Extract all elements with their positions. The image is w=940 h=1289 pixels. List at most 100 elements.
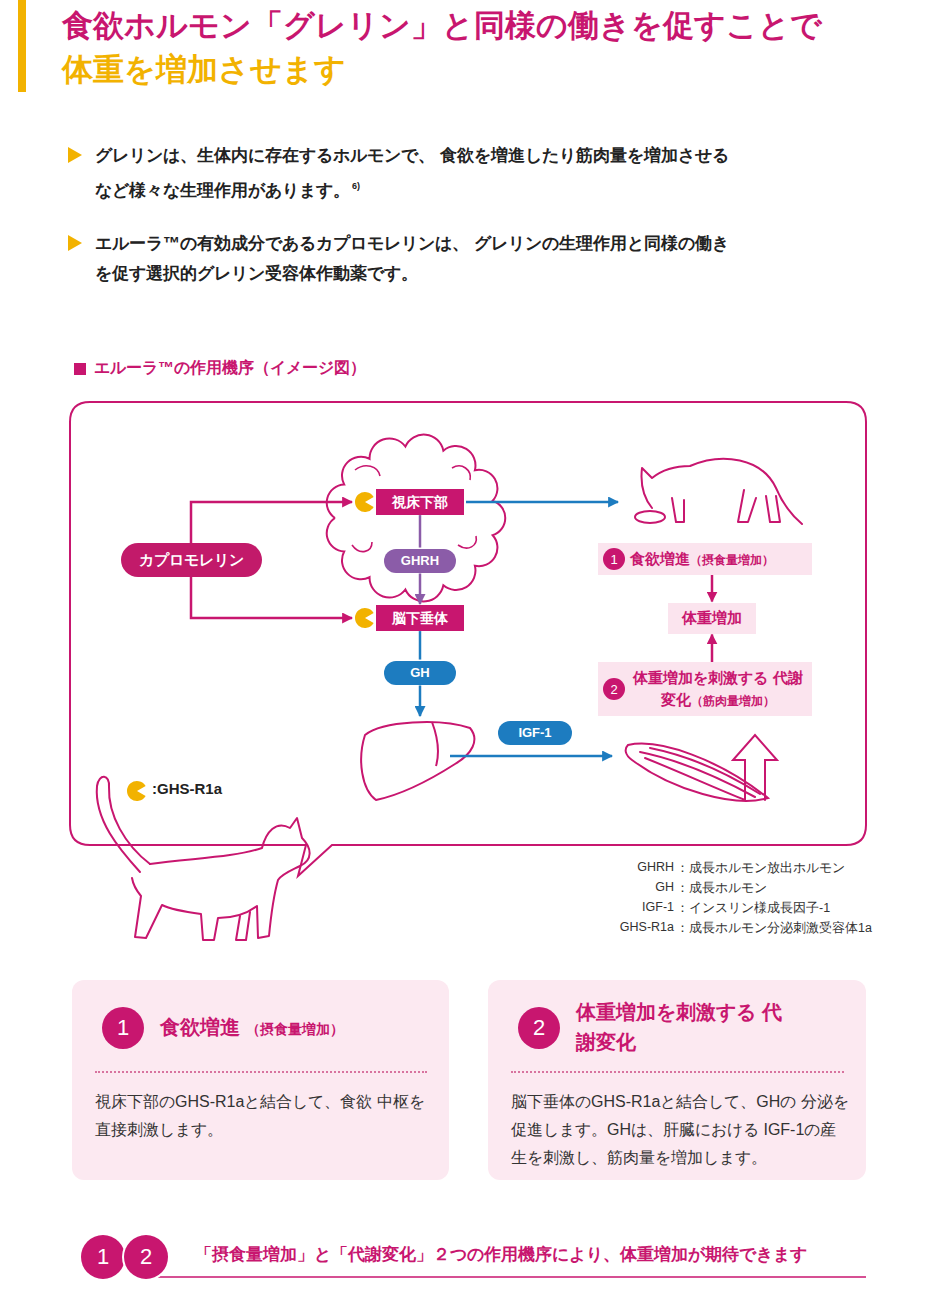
- text-group: GH: [398, 665, 442, 682]
- callout-number: 2: [518, 1007, 560, 1049]
- eating-cat: [635, 459, 802, 524]
- abbr: GH: [655, 880, 674, 894]
- conclusion: 「摂食量増加」と「代謝変化」２つの作用機序により、体重増加が期待できます: [195, 1245, 807, 1264]
- node-text: 1: [117, 1015, 129, 1040]
- effect-box: 食欲増進（摂食量増加） 1: [598, 543, 812, 575]
- bullet-text: エルーラ™の有効成分であるカプロモレリンは、 グレリンの生理作用と同様の働きを促…: [95, 234, 729, 283]
- effect-box: 体重増加を刺激する 代謝変化（筋肉量増加）2: [598, 662, 812, 716]
- hormone-pill: GH: [384, 661, 456, 686]
- node-text: 食欲増進: [160, 1016, 240, 1038]
- callout-number: 1: [81, 1235, 125, 1279]
- text-group: 脳下垂体: [388, 609, 452, 627]
- text-group: 視床下部のGHS-R1aと結合して、食欲 中枢を直接刺激します。: [95, 1088, 430, 1144]
- node-text: 2: [610, 682, 617, 697]
- underline: [158, 1276, 866, 1278]
- label-wrap: IGF-1: [642, 900, 674, 914]
- hormone-pill: GHRH: [384, 549, 456, 574]
- abbr-desc: ：インスリン様成長因子-1: [676, 901, 830, 915]
- text-group: 1: [610, 553, 617, 566]
- node-text: 視床下部: [392, 494, 448, 510]
- node-text: 脳下垂体: [392, 610, 448, 626]
- appetite-arrow: [466, 501, 618, 504]
- connector: [419, 515, 422, 547]
- text-group: 食欲増進 （摂食量増加）: [160, 1012, 430, 1044]
- abbr-desc: ：成長ホルモン: [676, 881, 767, 895]
- label-wrap: エルーラ™の作用機序（イメージ図）: [94, 358, 366, 379]
- node-text: 1: [610, 552, 617, 567]
- node-text: 体重増加を刺激する 代謝変化: [576, 1001, 782, 1053]
- label-wrap: ：インスリン様成長因子-1: [676, 900, 830, 917]
- node-text: （摂食量増加）: [246, 1021, 344, 1037]
- connector: [419, 573, 422, 603]
- callout-number: 2: [124, 1235, 168, 1279]
- text-group: 2: [610, 683, 617, 696]
- node-text: GHRH: [401, 553, 439, 568]
- node-text: GH: [410, 665, 430, 680]
- connector: [191, 502, 352, 543]
- text-group: 1: [117, 1017, 129, 1039]
- receptor-icon: [355, 492, 374, 512]
- node-text: （筋肉量増加）: [691, 694, 775, 708]
- title-line: 体重を増加させます: [62, 52, 346, 87]
- walking-cat: [97, 777, 310, 940]
- node-text: IGF-1: [518, 725, 551, 740]
- result-box: 体重増加: [668, 603, 756, 634]
- node-text: 1: [97, 1244, 109, 1269]
- text-group: 視床下部: [388, 493, 452, 511]
- label-wrap: ：成長ホルモン: [676, 880, 767, 897]
- label-wrap: ：成長ホルモン分泌刺激受容体1a: [676, 920, 872, 937]
- text-group: カプロモレリン: [139, 550, 244, 570]
- title: 食欲ホルモン「グレリン」と同様の働きを促すことで: [62, 6, 822, 46]
- receptor-icon: [355, 608, 374, 628]
- node-text: 2: [533, 1015, 545, 1040]
- explanation-card: 体重増加を刺激する 代謝変化脳下垂体のGHS-R1aと結合して、GHの 分泌を促…: [488, 980, 866, 1180]
- abbr: IGF-1: [642, 900, 674, 914]
- label-wrap: ：成長ホルモン放出ホルモン: [676, 860, 845, 877]
- igf-arrow: [450, 755, 612, 758]
- label-wrap: GHS-R1a: [620, 920, 674, 934]
- brain-outline: [327, 435, 506, 602]
- text-group: 1: [97, 1246, 109, 1268]
- speech-panel: [70, 402, 866, 876]
- label-wrap: エルーラ™の有効成分であるカプロモレリンは、 グレリンの生理作用と同様の働きを促…: [95, 229, 745, 289]
- brain-fold: [452, 466, 470, 480]
- label-wrap: GH: [655, 880, 674, 894]
- label-wrap: グレリンは、生体内に存在するホルモンで、 食欲を増進したり筋肉量を増加させるなど…: [95, 141, 745, 206]
- factor-pill: IGF-1: [498, 721, 572, 746]
- brain-fold: [355, 466, 380, 476]
- node-text: カプロモレリン: [139, 551, 244, 568]
- abbr: GHRH: [637, 860, 674, 874]
- region-box: 脳下垂体: [376, 605, 464, 631]
- abbr-desc: ：成長ホルモン放出ホルモン: [676, 861, 845, 875]
- section-heading: エルーラ™の作用機序（イメージ図）: [94, 359, 366, 376]
- label-wrap: GHRH: [637, 860, 674, 874]
- node-text: 視床下部のGHS-R1aと結合して、食欲 中枢を直接刺激します。: [95, 1093, 425, 1138]
- callout-number: 1: [102, 1007, 144, 1049]
- callout-number: 1: [603, 548, 625, 570]
- node-text: 食欲増進: [630, 550, 690, 567]
- node-text: 脳下垂体のGHS-R1aと結合して、GHの 分泌を促進します。GHは、肝臓におけ…: [511, 1093, 849, 1166]
- node-text: 2: [140, 1244, 152, 1269]
- brain-fold: [458, 536, 476, 548]
- text-group: 脳下垂体のGHS-R1aと結合して、GHの 分泌を促進します。GHは、肝臓におけ…: [511, 1088, 851, 1172]
- bullet-triangle: [68, 147, 82, 163]
- receptor-icon: [127, 781, 146, 801]
- connector: [419, 631, 422, 659]
- muscle: [626, 735, 777, 801]
- region-box: 視床下部: [376, 489, 464, 515]
- connector: [711, 635, 714, 663]
- brain-fold: [352, 542, 372, 552]
- explanation-card: 食欲増進 （摂食量増加） 視床下部のGHS-R1aと結合して、食欲 中枢を直接刺激し…: [72, 980, 449, 1180]
- liver: [361, 722, 474, 800]
- dotted-rule: [95, 1071, 427, 1073]
- text-group: 食欲増進（摂食量増加）: [630, 548, 774, 570]
- reference-mark: 6): [352, 181, 360, 191]
- text-group: 体重増加: [682, 609, 742, 628]
- bullet-text: グレリンは、生体内に存在するホルモンで、 食欲を増進したり筋肉量を増加させるなど…: [95, 146, 729, 200]
- label-wrap: 体重を増加させます: [62, 50, 346, 90]
- abbr: GHS-R1a: [620, 920, 674, 934]
- abbr-desc: ：成長ホルモン分泌刺激受容体1a: [676, 921, 872, 935]
- dotted-rule: [511, 1071, 844, 1073]
- gh-arrow: [419, 685, 422, 716]
- node-text: （摂食量増加）: [690, 553, 774, 567]
